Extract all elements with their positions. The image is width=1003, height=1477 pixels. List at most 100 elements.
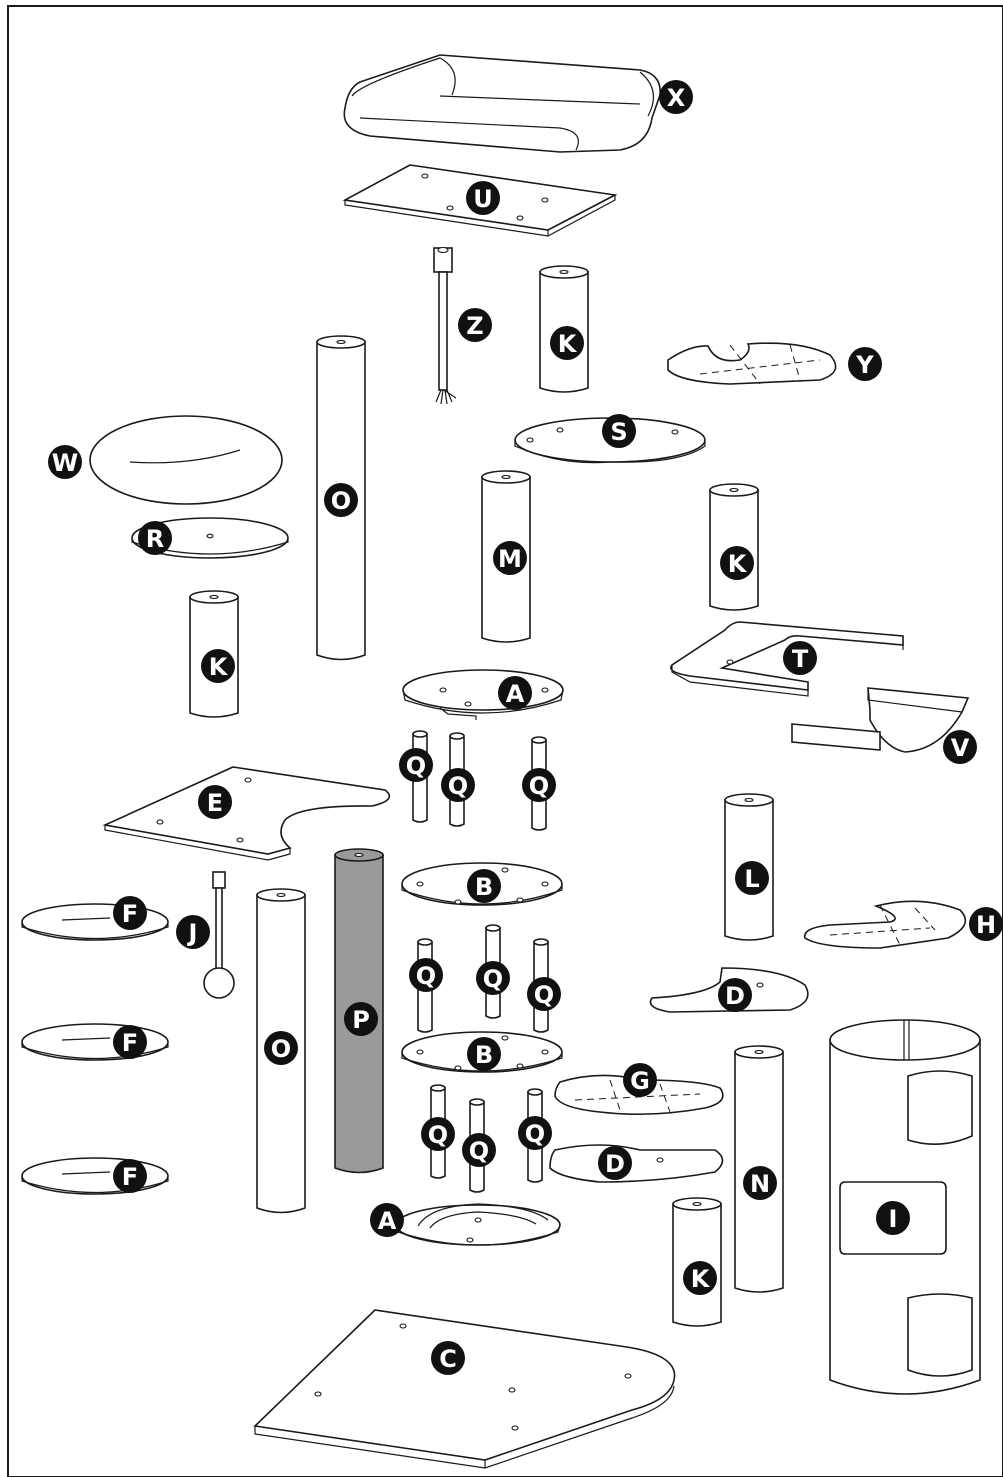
svg-text:J: J: [187, 919, 198, 947]
svg-text:O: O: [331, 487, 351, 515]
svg-text:K: K: [558, 330, 578, 358]
label-u: U: [466, 181, 500, 215]
label-v: V: [943, 730, 977, 764]
svg-text:P: P: [352, 1006, 370, 1034]
part-y-cut-platform: [667, 342, 837, 385]
part-d-crescent-lower: [549, 1144, 724, 1183]
svg-text:T: T: [792, 645, 809, 673]
svg-text:X: X: [667, 84, 686, 112]
part-z-rope-toy: [433, 246, 457, 405]
label-q-6: Q: [527, 977, 561, 1011]
svg-text:N: N: [750, 1170, 770, 1198]
svg-text:M: M: [498, 545, 522, 573]
label-p: P: [344, 1002, 378, 1036]
svg-text:F: F: [122, 1163, 138, 1191]
svg-text:K: K: [209, 653, 229, 681]
svg-text:Q: Q: [428, 1121, 448, 1149]
part-a-disc-upper: [402, 669, 564, 720]
svg-text:B: B: [475, 1041, 493, 1069]
svg-text:A: A: [506, 680, 525, 708]
part-j-ball-toy: [203, 871, 235, 999]
part-w-cushion: [89, 415, 283, 505]
label-j: J: [176, 915, 210, 949]
page-frame: [7, 5, 1003, 1477]
label-a-1: A: [498, 676, 532, 710]
svg-text:I: I: [889, 1205, 898, 1233]
label-d-1: D: [718, 978, 752, 1012]
label-q-3: Q: [522, 768, 556, 802]
svg-text:H: H: [976, 911, 996, 939]
label-b-1: B: [467, 869, 501, 903]
label-o-1: O: [324, 483, 358, 517]
svg-text:K: K: [728, 550, 748, 578]
label-w: W: [48, 445, 82, 479]
label-i: I: [876, 1201, 910, 1235]
label-f-1: F: [113, 896, 147, 930]
svg-text:F: F: [122, 1029, 138, 1057]
part-v-hammock: [791, 687, 970, 753]
label-s: S: [602, 414, 636, 448]
label-b-2: B: [467, 1037, 501, 1071]
svg-text:L: L: [744, 865, 759, 893]
part-c-base-board: [253, 1309, 676, 1469]
label-f-2: F: [113, 1025, 147, 1059]
label-m: M: [493, 541, 527, 575]
svg-text:U: U: [473, 185, 493, 213]
svg-text:Q: Q: [525, 1120, 545, 1148]
label-q-7: Q: [421, 1117, 455, 1151]
svg-text:W: W: [52, 449, 78, 477]
svg-text:Y: Y: [855, 351, 874, 379]
svg-text:V: V: [951, 734, 970, 762]
svg-text:Q: Q: [406, 752, 426, 780]
label-r: R: [138, 521, 172, 555]
svg-text:Q: Q: [448, 772, 468, 800]
label-d-2: D: [598, 1146, 632, 1180]
svg-text:Q: Q: [534, 981, 554, 1009]
part-a-disc-lower: [395, 1203, 561, 1246]
svg-text:Q: Q: [416, 962, 436, 990]
label-q-2: Q: [441, 768, 475, 802]
svg-text:K: K: [691, 1265, 711, 1293]
svg-text:S: S: [610, 418, 627, 446]
svg-text:D: D: [725, 982, 745, 1010]
label-h: H: [969, 907, 1003, 941]
label-k-4: K: [683, 1261, 717, 1295]
label-o-2: O: [264, 1031, 298, 1065]
svg-text:E: E: [207, 789, 223, 817]
label-k-2: K: [720, 546, 754, 580]
svg-text:B: B: [475, 873, 493, 901]
label-a-2: A: [370, 1203, 404, 1237]
label-z: Z: [458, 308, 492, 342]
label-k-1: K: [550, 326, 584, 360]
part-t-u-frame: [670, 621, 904, 697]
label-q-5: Q: [476, 961, 510, 995]
svg-text:G: G: [630, 1067, 650, 1095]
svg-text:C: C: [439, 1345, 457, 1373]
svg-text:Z: Z: [466, 312, 483, 340]
svg-text:Q: Q: [469, 1137, 489, 1165]
label-x: X: [659, 80, 693, 114]
part-h-cut-platform: [803, 900, 967, 949]
svg-text:D: D: [605, 1150, 625, 1178]
svg-text:R: R: [146, 525, 164, 553]
label-l: L: [735, 861, 769, 895]
part-e-large-platform: [102, 766, 391, 861]
label-g: G: [623, 1063, 657, 1097]
svg-text:A: A: [378, 1207, 397, 1235]
label-q-1: Q: [399, 748, 433, 782]
label-q-9: Q: [462, 1133, 496, 1167]
svg-text:F: F: [122, 900, 138, 928]
svg-text:Q: Q: [483, 965, 503, 993]
label-c: C: [431, 1341, 465, 1375]
label-q-8: Q: [518, 1116, 552, 1150]
label-n: N: [743, 1166, 777, 1200]
label-y: Y: [848, 347, 882, 381]
label-q-4: Q: [409, 958, 443, 992]
svg-text:O: O: [271, 1035, 291, 1063]
label-e: E: [198, 785, 232, 819]
label-t: T: [783, 641, 817, 675]
label-f-3: F: [113, 1159, 147, 1193]
part-x-bolster-bed: [343, 54, 661, 153]
